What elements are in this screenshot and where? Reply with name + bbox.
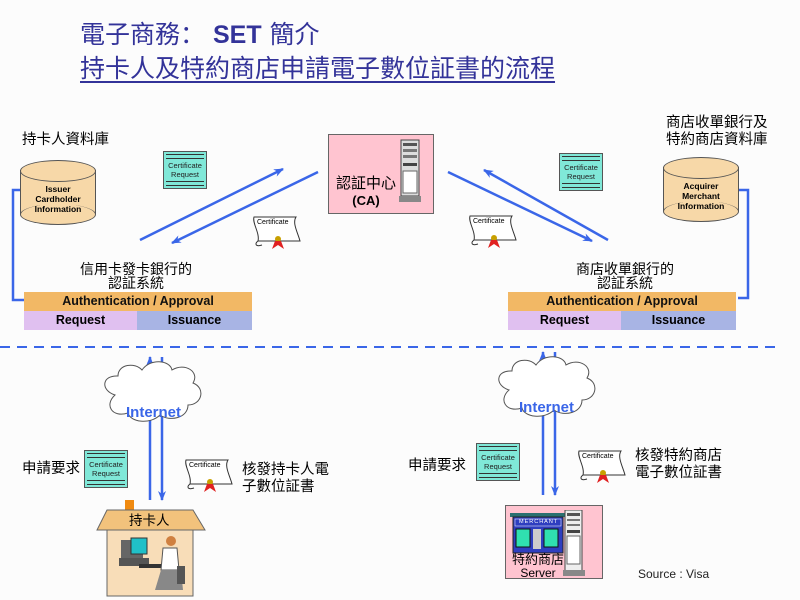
cardholder-issue-label: 核發持卡人電 子數位証書 [242, 462, 329, 496]
issuer-db-line2: Cardholder [35, 194, 81, 204]
acquirer-auth-box: Authentication / Approval Request Issuan… [508, 292, 736, 330]
merchant-server-en: Server [520, 566, 556, 580]
arrow-request-to-ca-left [139, 167, 284, 242]
merchant-server-label: 特約商店 Server [512, 554, 564, 580]
cloud-icon-right [498, 356, 596, 417]
page-title: 電子商務： SET 簡介 [80, 15, 320, 51]
issuer-db-line3: Information [34, 204, 82, 214]
acquirer-system-title-l1: 商店收單銀行的 [576, 262, 674, 278]
acquirer-db-title-l2: 特約商店資料庫 [666, 132, 768, 148]
arrow-cert-from-ca-right [447, 170, 593, 243]
connector-issuer-db [11, 188, 25, 302]
internet-label-left: Internet [126, 404, 182, 421]
merchant-server-box: MERCHANT 特約商店 Server [505, 505, 603, 580]
issuer-database-icon: Issuer Cardholder Information [20, 160, 96, 225]
acquirer-db-line1: Acquirer [683, 181, 719, 191]
merchant-issue-l2: 電子數位証書 [635, 465, 722, 481]
issuance-bar: Issuance [621, 311, 736, 330]
certificate-icon: Certificate [464, 212, 520, 248]
merchant-issue-l1: 核發特約商店 [635, 448, 722, 464]
issuer-auth-box: Authentication / Approval Request Issuan… [24, 292, 252, 330]
ca-box: 認証中心 (CA) [328, 134, 434, 214]
internet-label-right: Internet [519, 399, 575, 416]
connector-acquirer-db [736, 188, 750, 300]
auth-approval-bar: Authentication / Approval [508, 292, 736, 311]
merchant-issue-label: 核發特約商店 電子數位証書 [635, 448, 722, 482]
arrow-cert-from-ca-left [171, 170, 319, 245]
acquirer-db-line3: Information [677, 201, 725, 211]
certificate-icon: Certificate [248, 213, 304, 249]
cardholder-house-icon [96, 500, 206, 597]
certificate-icon: Certificate [573, 447, 629, 483]
acquirer-system-title-l2: 認証系統 [597, 276, 653, 292]
acquirer-system-title: 商店收單銀行的 認証系統 [576, 263, 674, 291]
acquirer-db-title-l1: 商店收單銀行及 [666, 115, 768, 131]
issuer-db-title: 持卡人資料庫 [22, 132, 109, 148]
ca-label-zh: 認証中心 [335, 174, 396, 192]
request-bar: Request [24, 311, 137, 330]
acquirer-db-line2: Merchant [682, 191, 720, 201]
cardholder-issue-l2: 子數位証書 [242, 479, 315, 495]
auth-approval-bar: Authentication / Approval [24, 292, 252, 311]
server-icon [399, 139, 421, 202]
merchant-store-icon [510, 510, 585, 576]
house-label: 持卡人 [129, 513, 170, 529]
acquirer-database-icon: Acquirer Merchant Information [663, 157, 739, 222]
merchant-request-label: 申請要求 [408, 458, 466, 474]
page-subtitle: 持卡人及特約商店申請電子數位証書的流程 [80, 54, 556, 83]
acquirer-db-title: 商店收單銀行及 特約商店資料庫 [666, 115, 768, 149]
merchant-server-zh: 特約商店 [512, 553, 565, 568]
merchant-sign: MERCHANT [519, 519, 559, 525]
issuer-system-title: 信用卡發卡銀行的 認証系統 [80, 263, 192, 291]
ca-label: 認証中心 (CA) [331, 175, 401, 209]
title-set: SET [212, 21, 262, 49]
source-caption: Source : Visa [638, 567, 710, 581]
title-prefix: 電子商務： [80, 20, 206, 49]
certificate-icon: Certificate [180, 456, 236, 492]
arrow-request-to-ca-right [483, 168, 609, 242]
cloud-icon-left [104, 361, 202, 422]
cardholder-issue-l1: 核發持卡人電 [242, 462, 329, 478]
issuance-bar: Issuance [137, 311, 252, 330]
issuer-db-line1: Issuer [45, 184, 71, 194]
ca-label-en: (CA) [352, 193, 380, 208]
request-bar: Request [508, 311, 621, 330]
cardholder-request-label: 申請要求 [22, 461, 80, 477]
issuer-system-title-l1: 信用卡發卡銀行的 [80, 262, 192, 278]
issuer-system-title-l2: 認証系統 [108, 276, 164, 292]
title-suffix: 簡介 [269, 20, 320, 49]
